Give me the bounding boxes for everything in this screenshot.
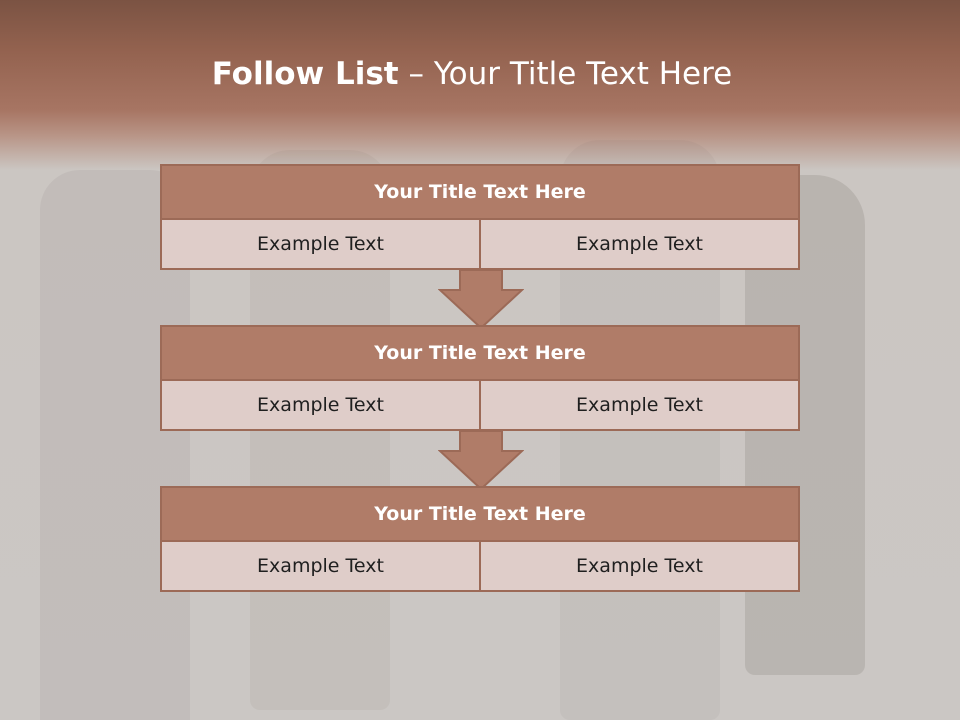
down-arrow-icon <box>438 431 524 491</box>
slide-title-rest: – Your Title Text Here <box>398 56 733 92</box>
step-block-1: Your Title Text Here Example Text Exampl… <box>160 164 800 270</box>
step-cell-left: Example Text <box>257 233 384 255</box>
step-title: Your Title Text Here <box>160 164 800 220</box>
step-cell-right: Example Text <box>479 220 798 268</box>
step-row: Example Text Example Text <box>160 381 800 431</box>
step-title: Your Title Text Here <box>160 486 800 542</box>
down-arrow-icon <box>438 270 524 330</box>
step-row: Example Text Example Text <box>160 220 800 270</box>
slide-title: Follow List – Your Title Text Here <box>0 56 944 92</box>
step-cell-left: Example Text <box>257 555 384 577</box>
step-block-2: Your Title Text Here Example Text Exampl… <box>160 325 800 431</box>
step-title: Your Title Text Here <box>160 325 800 381</box>
step-block-3: Your Title Text Here Example Text Exampl… <box>160 486 800 592</box>
slide-title-bold: Follow List <box>211 56 399 92</box>
step-cell-right: Example Text <box>479 381 798 429</box>
step-row: Example Text Example Text <box>160 542 800 592</box>
step-cell-right: Example Text <box>479 542 798 590</box>
step-cell-left: Example Text <box>257 394 384 416</box>
